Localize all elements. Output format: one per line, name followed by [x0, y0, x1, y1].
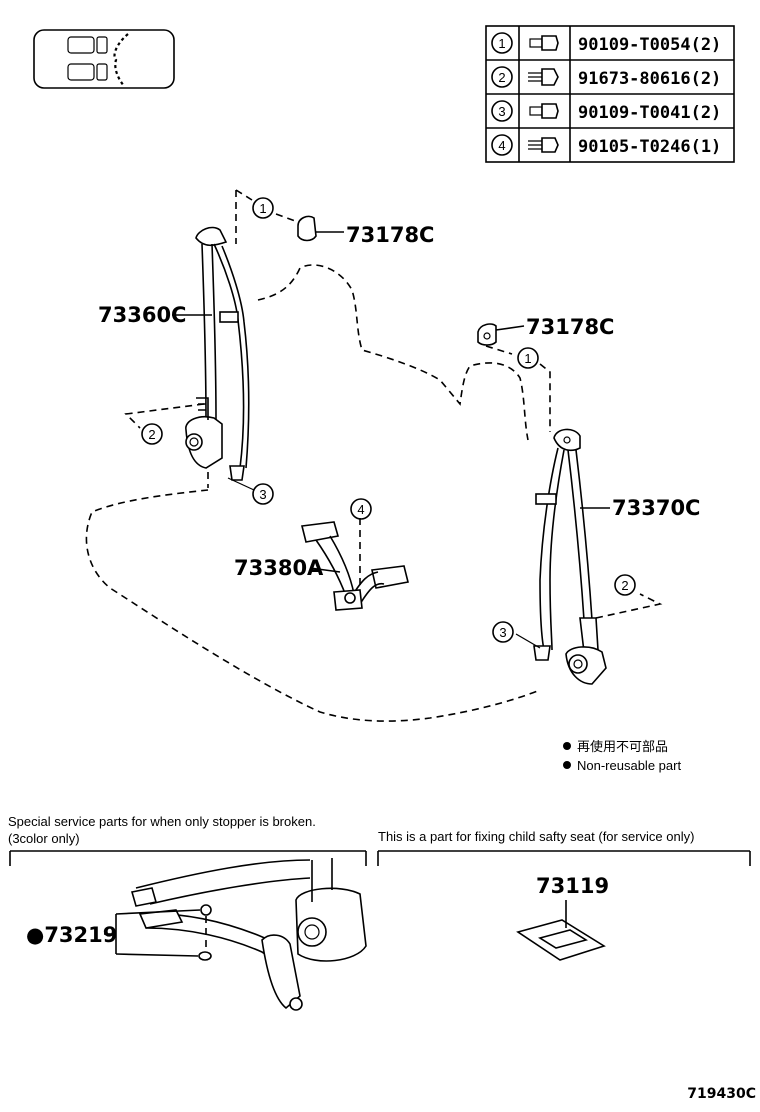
bolt-icon	[529, 35, 559, 51]
right-clip-cover	[477, 323, 551, 432]
table-row-num: 3	[498, 104, 505, 119]
left-clip-cover	[297, 215, 344, 242]
table-row: 3 90109-T0041(2)	[491, 100, 721, 123]
right-seatbelt-assembly	[515, 428, 663, 685]
svg-text:1: 1	[524, 351, 531, 366]
table-row: 4 90105-T0246(1)	[491, 134, 721, 157]
svg-text:2: 2	[148, 427, 155, 442]
left-seatbelt-assembly	[124, 189, 299, 491]
child-seat-bracket	[516, 900, 606, 961]
svg-text:1: 1	[259, 201, 266, 216]
table-row-part: 91673-80616(2)	[578, 69, 721, 89]
callout-1-left: 1	[252, 197, 274, 219]
label-buckle: 73380A	[234, 556, 324, 580]
note-left-line2: (3color only)	[8, 831, 80, 846]
stopper-detail	[104, 858, 367, 1011]
svg-text:2: 2	[621, 578, 628, 593]
table-row-part: 90105-T0246(1)	[578, 137, 721, 157]
svg-text:3: 3	[499, 625, 506, 640]
label-belt-left: 73360C	[98, 303, 186, 327]
legend-item-jp: 再使用不可部品	[577, 739, 668, 754]
table-row-num: 1	[498, 36, 505, 51]
center-buckle	[301, 518, 409, 611]
callout-2-left: 2	[141, 423, 163, 445]
bolt-icon	[528, 137, 559, 153]
diagram-code: 719430C	[687, 1086, 756, 1102]
label-child-seat-bracket: 73119	[536, 874, 609, 898]
note-left-line1: Special service parts for when only stop…	[8, 814, 316, 829]
svg-text:4: 4	[357, 502, 364, 517]
label-cover-right: 73178C	[526, 315, 614, 339]
note-right-line1: This is a part for fixing child safty se…	[378, 829, 694, 844]
table-row: 1 90109-T0054(2)	[491, 32, 721, 55]
label-stopper: ●73219	[26, 923, 117, 947]
label-belt-right: 73370C	[612, 496, 700, 520]
section-bracket-left	[9, 850, 367, 866]
legend-item-en: Non-reusable part	[577, 758, 681, 773]
callout-1-right: 1	[517, 347, 539, 369]
table-row-num: 4	[498, 138, 505, 153]
table-row-part: 90109-T0041(2)	[578, 103, 721, 123]
callout-2-right: 2	[614, 574, 636, 596]
label-cover-left: 73178C	[346, 223, 434, 247]
fastener-table: 1 90109-T0054(2) 2 91673-80616(2) 3 9010	[485, 25, 735, 163]
section-bracket-right	[377, 850, 751, 866]
table-row: 2 91673-80616(2)	[491, 66, 721, 89]
seat-outline	[85, 264, 541, 722]
callout-3-right: 3	[492, 621, 514, 643]
bolt-icon	[529, 103, 559, 119]
svg-text:3: 3	[259, 487, 266, 502]
callout-3-left: 3	[252, 483, 274, 505]
table-row-part: 90109-T0054(2)	[578, 35, 721, 55]
callout-4: 4	[350, 498, 372, 520]
screw-icon	[528, 68, 559, 86]
table-row-num: 2	[498, 70, 505, 85]
vehicle-locator-icon	[33, 29, 175, 89]
legend: 再使用不可部品 Non-reusable part	[563, 739, 681, 773]
